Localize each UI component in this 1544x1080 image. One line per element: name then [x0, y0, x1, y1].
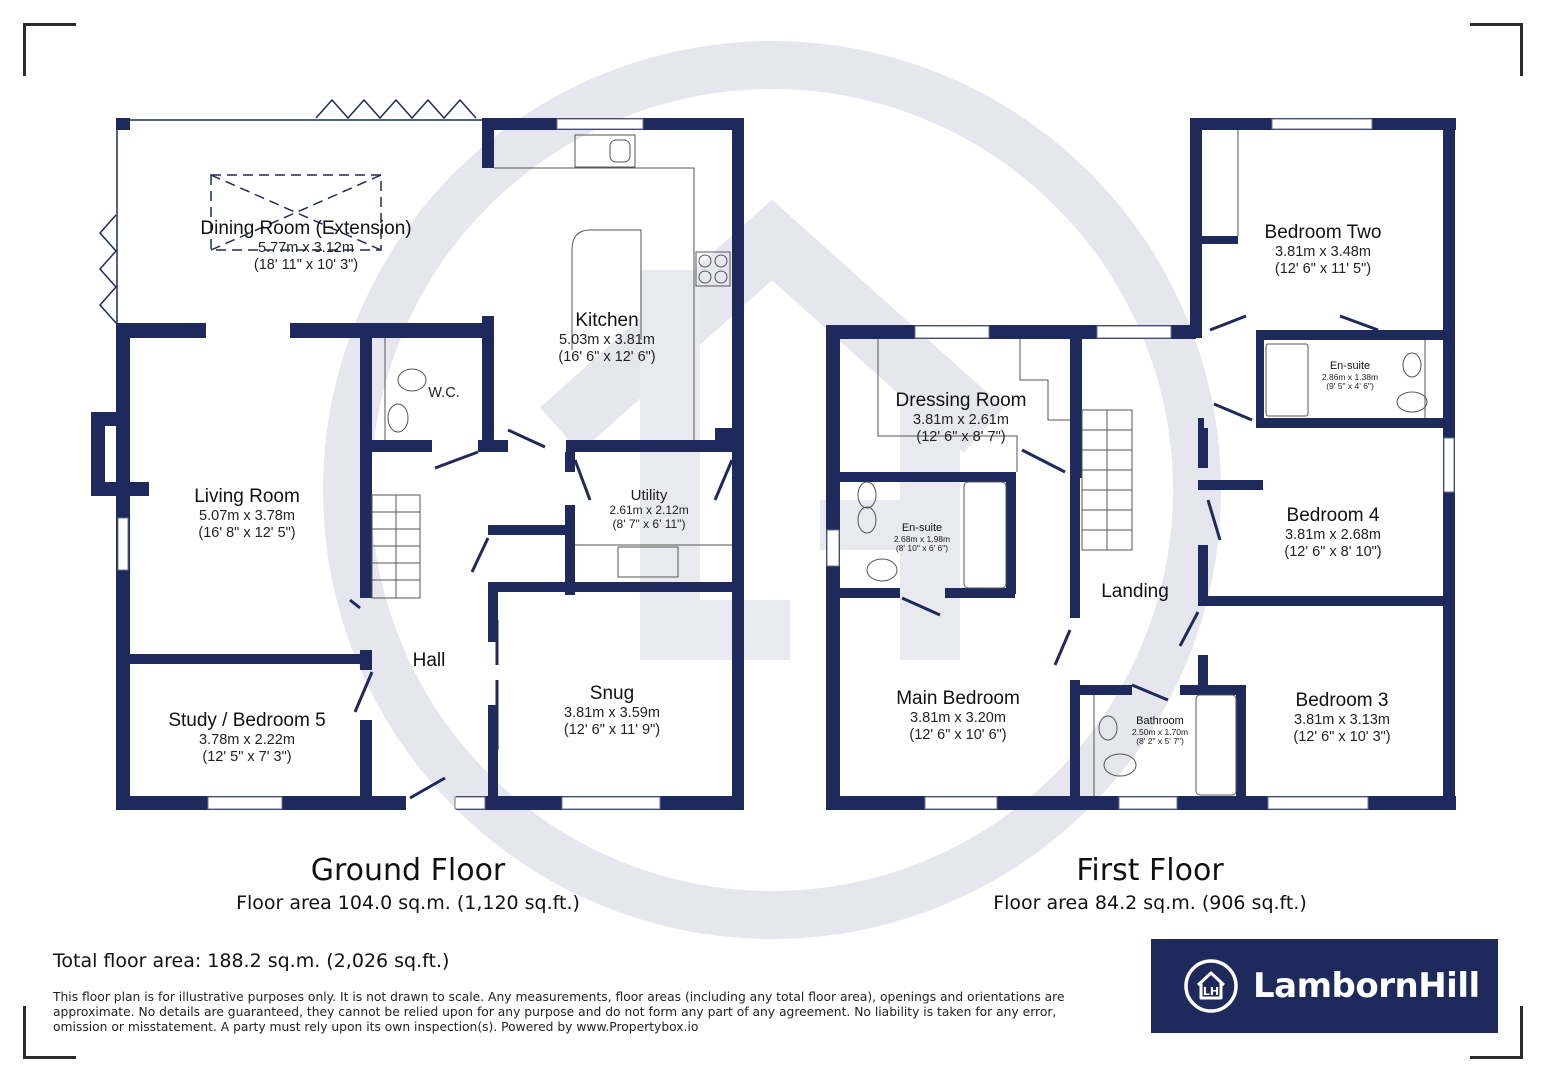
room-imperial: (12' 5" x 7' 3"): [202, 748, 292, 765]
room-name: En-suite: [1329, 360, 1371, 372]
room-name: Kitchen: [575, 310, 639, 331]
room-landing: Landing: [1101, 581, 1169, 603]
ground-floor-area: Floor area 104.0 sq.m. (1,120 sq.ft.): [236, 892, 580, 914]
room-imperial: (9' 5" x 4' 6"): [1326, 381, 1374, 392]
room-hall: Hall: [413, 650, 446, 672]
room-metric: 2.86m x 1.38m: [1321, 371, 1379, 382]
room-living-room: Living Room 5.07m x 3.78m (16' 8" x 12' …: [194, 486, 300, 541]
first-floor-caption: First Floor Floor area 84.2 sq.m. (906 s…: [993, 853, 1307, 914]
room-imperial: (18' 11" x 10' 3"): [253, 256, 359, 273]
room-metric: 3.81m x 3.59m: [564, 704, 660, 721]
room-name: Landing: [1101, 581, 1169, 602]
room-wc: W.C.: [428, 385, 459, 402]
svg-text:LH: LH: [1203, 985, 1219, 998]
lambornhill-logo: LH LambornHill: [1151, 939, 1498, 1033]
room-name: Study / Bedroom 5: [168, 710, 326, 731]
room-metric: 3.81m x 3.20m: [910, 709, 1006, 726]
room-name: Bedroom Two: [1264, 222, 1382, 243]
corner-bracket-top-right: [1470, 23, 1523, 76]
room-bedroom-4: Bedroom 4 3.81m x 2.68m (12' 6" x 8' 10"…: [1284, 505, 1381, 560]
corner-bracket-bottom-right: [1470, 1006, 1523, 1059]
room-ensuite-main: En-suite 2.68m x 1.98m (8' 10" x 6' 6"): [894, 522, 950, 554]
room-dressing-room: Dressing Room 3.81m x 2.61m (12' 6" x 8'…: [896, 390, 1027, 445]
room-kitchen: Kitchen 5.03m x 3.81m (16' 6" x 12' 6"): [558, 310, 655, 365]
room-main-bedroom: Main Bedroom 3.81m x 3.20m (12' 6" x 10'…: [896, 688, 1020, 743]
room-imperial: (8' 7" x 6' 11"): [612, 517, 686, 532]
room-dining-room: Dining Room (Extension) 5.77m x 3.12m (1…: [200, 218, 411, 273]
first-floor-title: First Floor: [1076, 853, 1224, 888]
total-floor-area: Total floor area: 188.2 sq.m. (2,026 sq.…: [53, 950, 450, 972]
room-metric: 5.77m x 3.12m: [258, 239, 354, 256]
logo-text: LambornHill: [1253, 966, 1480, 1006]
room-metric: 3.81m x 2.61m: [913, 411, 1009, 428]
room-name: W.C.: [428, 385, 460, 401]
room-bedroom-two: Bedroom Two 3.81m x 3.48m (12' 6" x 11' …: [1265, 222, 1382, 277]
room-metric: 3.78m x 2.22m: [199, 731, 295, 748]
room-name: Snug: [589, 683, 635, 704]
room-name: En-suite: [901, 522, 943, 534]
corner-bracket-top-left: [23, 23, 76, 76]
room-name: Bedroom 3: [1295, 690, 1389, 711]
room-name: Bathroom: [1136, 715, 1184, 727]
room-metric: 3.81m x 2.68m: [1285, 526, 1381, 543]
ground-floor-caption: Ground Floor Floor area 104.0 sq.m. (1,1…: [236, 853, 580, 914]
room-metric: 5.07m x 3.78m: [199, 507, 295, 524]
room-metric: 2.68m x 1.98m: [893, 533, 951, 544]
room-imperial: (12' 6" x 8' 10"): [1284, 543, 1382, 560]
room-ensuite-bedroom-two: En-suite 2.86m x 1.38m (9' 5" x 4' 6"): [1322, 360, 1378, 392]
room-name: Living Room: [194, 486, 300, 507]
room-metric: 3.81m x 3.48m: [1275, 243, 1371, 260]
room-metric: 3.81m x 3.13m: [1294, 711, 1390, 728]
room-name: Dining Room (Extension): [200, 218, 412, 239]
room-name: Utility: [630, 487, 668, 504]
room-bedroom-3: Bedroom 3 3.81m x 3.13m (12' 6" x 10' 3"…: [1293, 690, 1390, 745]
room-imperial: (16' 6" x 12' 6"): [558, 348, 656, 365]
room-utility: Utility 2.61m x 2.12m (8' 7" x 6' 11"): [609, 487, 688, 532]
room-imperial: (12' 6" x 8' 7"): [916, 428, 1006, 445]
room-name: Bedroom 4: [1286, 505, 1380, 526]
first-floor-area: Floor area 84.2 sq.m. (906 sq.ft.): [993, 892, 1307, 914]
room-snug: Snug 3.81m x 3.59m (12' 6" x 11' 9"): [564, 683, 660, 738]
room-imperial: (12' 6" x 10' 6"): [909, 726, 1007, 743]
ground-floor-title: Ground Floor: [310, 853, 506, 888]
room-imperial: (16' 8" x 12' 5"): [198, 524, 296, 541]
room-metric: 2.61m x 2.12m: [609, 503, 689, 518]
room-imperial: (8' 10" x 6' 6"): [895, 543, 949, 554]
house-lh-icon: LH: [1184, 959, 1238, 1013]
room-bathroom: Bathroom 2.50m x 1.70m (8' 2" x 5' 7"): [1132, 715, 1188, 747]
room-name: Dressing Room: [895, 390, 1027, 411]
room-imperial: (12' 6" x 11' 9"): [563, 721, 661, 738]
room-imperial: (8' 2" x 5' 7"): [1136, 736, 1184, 747]
room-study-bedroom-5: Study / Bedroom 5 3.78m x 2.22m (12' 5" …: [168, 710, 325, 765]
room-metric: 2.50m x 1.70m: [1131, 726, 1189, 737]
room-name: Hall: [412, 650, 446, 671]
room-imperial: (12' 6" x 11' 5"): [1274, 260, 1372, 277]
room-imperial: (12' 6" x 10' 3"): [1293, 728, 1391, 745]
disclaimer-text: This floor plan is for illustrative purp…: [53, 990, 1065, 1034]
room-metric: 5.03m x 3.81m: [559, 331, 655, 348]
corner-bracket-bottom-left: [23, 1006, 76, 1059]
room-name: Main Bedroom: [896, 688, 1020, 709]
